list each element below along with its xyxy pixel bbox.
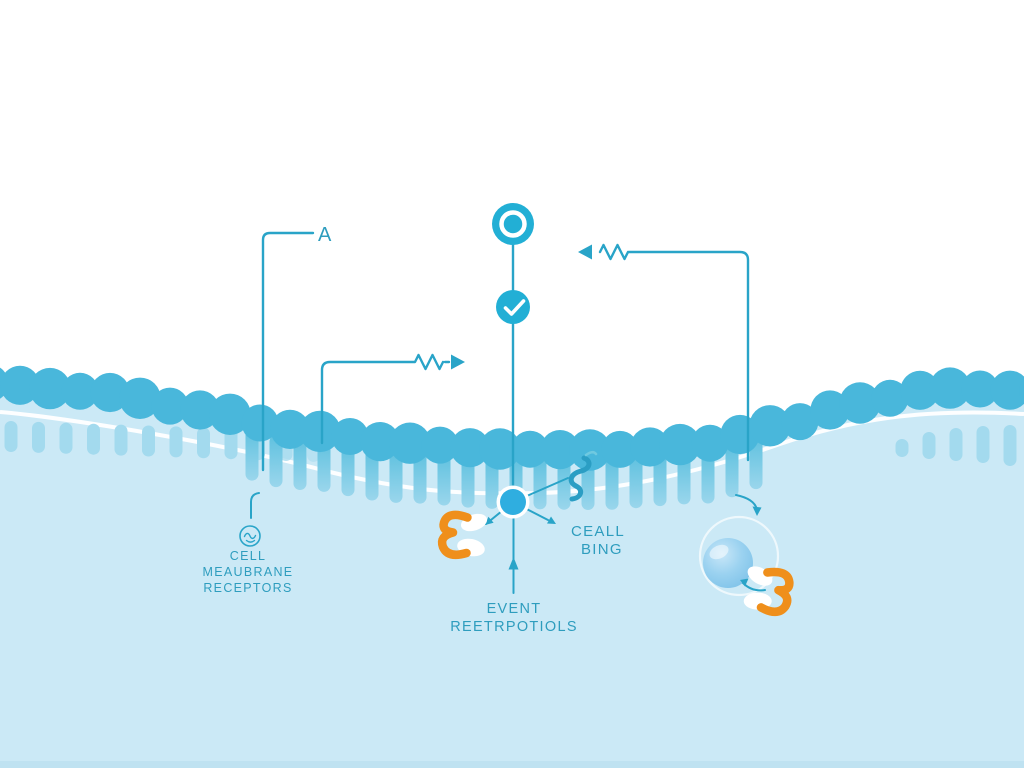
label-event-receptols: EVENT REETRPOTIOLS	[450, 601, 578, 635]
target-circle-icon	[492, 203, 534, 245]
wave-arrow-right-icon	[320, 353, 465, 445]
annotation-a: A	[318, 224, 332, 246]
vesicle-highlight	[709, 544, 729, 560]
svg-text:EVENT: EVENT	[487, 601, 542, 617]
svg-text:RECEPTORS: RECEPTORS	[203, 581, 292, 595]
ligand-left	[437, 510, 488, 559]
svg-text:BING: BING	[581, 541, 623, 558]
callout-a-line	[261, 231, 315, 472]
label-cell-binding: CEALL BING	[571, 523, 625, 558]
receptor-scribble-icon	[239, 525, 261, 547]
label-cell-membrane-receptors: CELL MEAUBRANE RECEPTORS	[203, 549, 294, 595]
svg-text:REETRPOTIOLS: REETRPOTIOLS	[450, 619, 578, 635]
cytoplasm-region	[0, 383, 1024, 768]
membrane-lipid-tails	[245, 428, 763, 510]
vesicle-arrows	[735, 494, 766, 592]
svg-text:CEALL: CEALL	[571, 523, 625, 540]
svg-text:CELL: CELL	[230, 549, 266, 563]
vesicle-ring	[698, 515, 780, 597]
right-receptor-bars	[895, 425, 1017, 466]
receptor-callout-hook	[250, 492, 260, 519]
check-circle-icon	[496, 290, 530, 324]
wave-arrow-left-icon	[578, 243, 750, 462]
membrane-lipid-heads	[0, 365, 1024, 471]
svg-text:MEAUBRANE: MEAUBRANE	[203, 565, 294, 579]
squiggle-ribbon	[568, 450, 598, 502]
cytoplasm-deep-band	[0, 761, 1024, 768]
vesicle-group	[698, 515, 780, 597]
signal-node	[496, 485, 530, 519]
